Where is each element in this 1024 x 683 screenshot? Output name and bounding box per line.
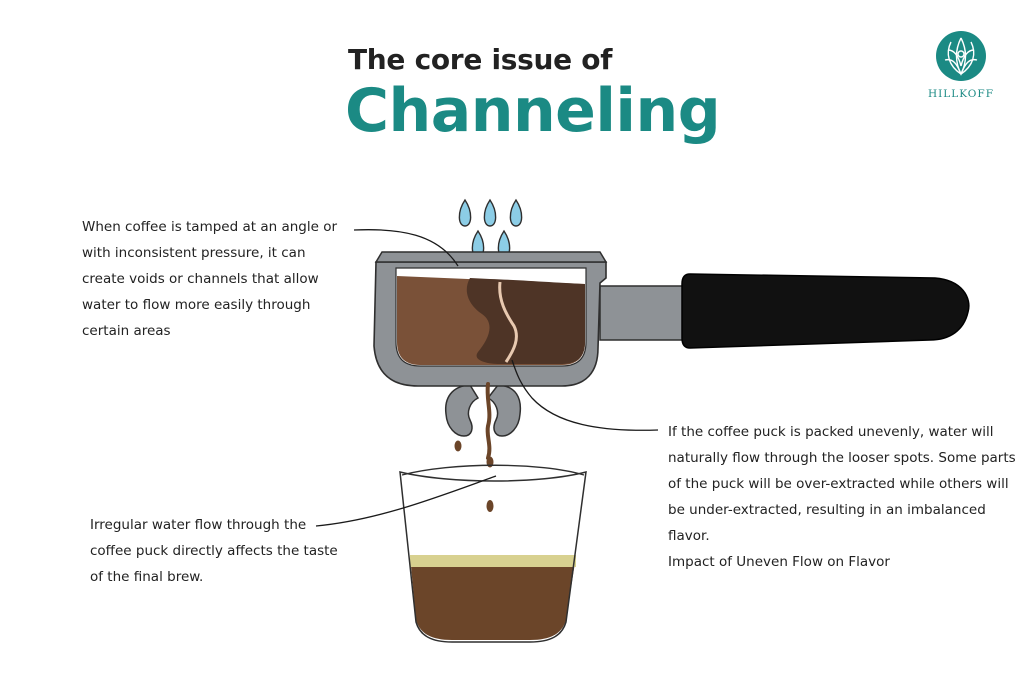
water-channel-line: [498, 281, 518, 363]
glass-cup: [399, 470, 587, 643]
crema-layer: [410, 555, 576, 567]
title-line-1: The core issue of: [348, 43, 613, 76]
water-drop-icon: [458, 198, 472, 227]
glass-cup-back: [401, 464, 585, 476]
coffee-stream: [485, 382, 492, 460]
portafilter-arm: [599, 285, 693, 341]
note-irregular-text: Irregular water flow through the coffee …: [90, 517, 338, 585]
note-uneven-text: If the coffee puck is packed unevenly, w…: [668, 424, 1016, 544]
note-uneven-heading: Impact of Uneven Flow on Flavor: [668, 554, 890, 570]
leader-line-uneven: [511, 359, 659, 431]
title-line-2: Channeling: [345, 76, 721, 146]
coffee-channel: [466, 278, 585, 364]
spout-left: [444, 384, 480, 437]
note-uneven-packing: If the coffee puck is packed unevenly, w…: [668, 419, 1018, 575]
coffee-drop: [486, 500, 494, 512]
water-drop-icon: [483, 198, 497, 227]
portafilter-handle: [681, 273, 970, 349]
note-tamping: When coffee is tamped at an angle or wit…: [82, 214, 352, 344]
note-tamping-text: When coffee is tamped at an angle or wit…: [82, 219, 338, 339]
brand-logo: HILLKOFF: [926, 30, 996, 100]
brand-name: HILLKOFF: [928, 88, 994, 100]
coffee-in-cup: [410, 556, 576, 640]
spout-right: [486, 384, 522, 437]
basket-rim: [374, 251, 608, 263]
note-irregular-flow: Irregular water flow through the coffee …: [90, 512, 340, 590]
coffee-drop: [454, 440, 462, 452]
water-drop-icon: [509, 198, 523, 227]
leader-line-tamping: [353, 229, 459, 267]
water-drops: [458, 198, 523, 258]
leader-line-irregular: [315, 475, 497, 527]
lotus-fan-icon: [936, 31, 986, 81]
